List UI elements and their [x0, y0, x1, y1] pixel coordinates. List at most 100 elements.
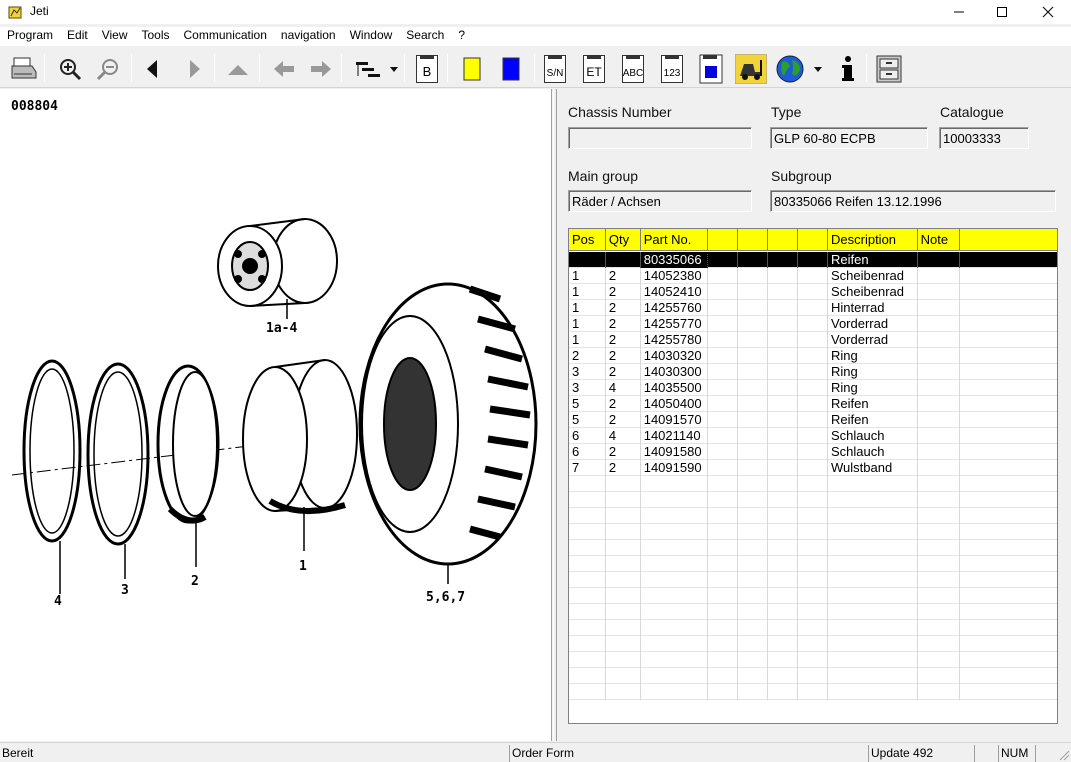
subgroup-field[interactable]: 80335066 Reifen 13.12.1996 [770, 190, 1056, 212]
menu-edit[interactable]: Edit [67, 28, 88, 42]
menu-window[interactable]: Window [349, 28, 393, 42]
cell-description: Reifen [828, 412, 918, 428]
close-button[interactable] [1025, 0, 1071, 24]
empty-cell [798, 556, 828, 572]
empty-cell [606, 476, 641, 492]
menu-navigation[interactable]: navigation [280, 28, 336, 42]
status-update: Update 492 [868, 745, 972, 762]
cell-blank [960, 444, 1057, 460]
cell-pos: 1 [569, 332, 606, 348]
parts-table[interactable]: Pos Qty Part No. Description Note 803350… [568, 228, 1058, 724]
column-header-description[interactable]: Description [828, 229, 918, 251]
print-button[interactable] [7, 52, 41, 86]
forward-button[interactable] [304, 52, 338, 86]
empty-cell [798, 572, 828, 588]
column-header-pos[interactable]: Pos [569, 229, 606, 251]
yellow-color-button[interactable] [455, 52, 489, 86]
search-number-button[interactable]: 123 [655, 52, 689, 86]
cell-part-no: 80335066 [640, 252, 709, 268]
cell-blank [738, 444, 769, 460]
type-field[interactable]: GLP 60-80 ECPB [770, 127, 928, 149]
drawing-label-4: 4 [54, 594, 62, 609]
column-header-blank-3[interactable] [768, 229, 799, 251]
info-button[interactable] [831, 52, 865, 86]
serial-number-button[interactable]: S/N [538, 52, 572, 86]
empty-cell [798, 492, 828, 508]
empty-cell [798, 524, 828, 540]
spare-parts-button[interactable]: ET [577, 52, 611, 86]
zoom-out-button[interactable] [91, 52, 125, 86]
empty-cell [606, 540, 641, 556]
blue-color-button[interactable] [494, 52, 528, 86]
empty-cell [768, 540, 799, 556]
cell-note [918, 364, 961, 380]
menu-help[interactable]: ? [458, 28, 466, 42]
cell-pos [569, 252, 606, 268]
blue-document-button[interactable] [694, 52, 728, 86]
previous-page-button[interactable] [136, 52, 170, 86]
empty-table-row [569, 604, 1057, 620]
column-header-part-no[interactable]: Part No. [640, 229, 709, 251]
bookmark-b-button[interactable]: B [410, 52, 444, 86]
empty-cell [918, 620, 961, 636]
maximize-button[interactable] [979, 0, 1025, 24]
cell-qty: 4 [606, 428, 641, 444]
column-header-qty[interactable]: Qty [605, 229, 641, 251]
main-group-field[interactable]: Räder / Achsen [568, 190, 752, 212]
column-header-blank-4[interactable] [798, 229, 828, 251]
menu-tools[interactable]: Tools [141, 28, 170, 42]
cell-blank [768, 412, 799, 428]
column-header-blank-1[interactable] [708, 229, 739, 251]
minimize-button[interactable] [936, 0, 982, 24]
empty-cell [738, 572, 769, 588]
type-label: Type [771, 104, 802, 120]
column-header-blank-2[interactable] [738, 229, 769, 251]
zoom-in-button[interactable] [53, 52, 87, 86]
exploded-drawing-pane[interactable]: 1a-4 1 2 3 4 5,6,7 008804 [0, 89, 552, 741]
empty-cell [918, 508, 961, 524]
tree-view-dropdown[interactable] [350, 52, 402, 86]
empty-cell [768, 492, 799, 508]
document-b-icon: B [416, 55, 438, 83]
menu-program[interactable]: Program [7, 28, 54, 42]
empty-cell [960, 652, 1057, 668]
menu-search[interactable]: Search [406, 28, 445, 42]
resize-grip-icon[interactable] [1058, 749, 1070, 761]
column-header-blank-5[interactable] [960, 229, 1057, 251]
search-text-button[interactable]: ABC [616, 52, 650, 86]
next-page-button[interactable] [177, 52, 211, 86]
menu-communication[interactable]: Communication [183, 28, 267, 42]
empty-cell [798, 652, 828, 668]
filing-cabinet-button[interactable] [872, 52, 906, 86]
empty-cell [738, 652, 769, 668]
chassis-number-field[interactable] [568, 127, 752, 149]
cell-pos: 5 [569, 396, 606, 412]
language-dropdown[interactable] [772, 52, 824, 86]
maximize-icon [997, 7, 1007, 17]
column-header-note[interactable]: Note [917, 229, 961, 251]
pane-splitter[interactable] [553, 89, 557, 741]
up-level-button[interactable] [221, 52, 255, 86]
catalogue-field[interactable]: 10003333 [939, 127, 1029, 149]
empty-cell [708, 508, 739, 524]
menu-view[interactable]: View [101, 28, 128, 42]
forklift-button[interactable] [734, 52, 768, 86]
status-order-form[interactable]: Order Form [509, 745, 865, 762]
back-button[interactable] [267, 52, 301, 86]
close-icon [1042, 6, 1054, 18]
empty-cell [708, 540, 739, 556]
